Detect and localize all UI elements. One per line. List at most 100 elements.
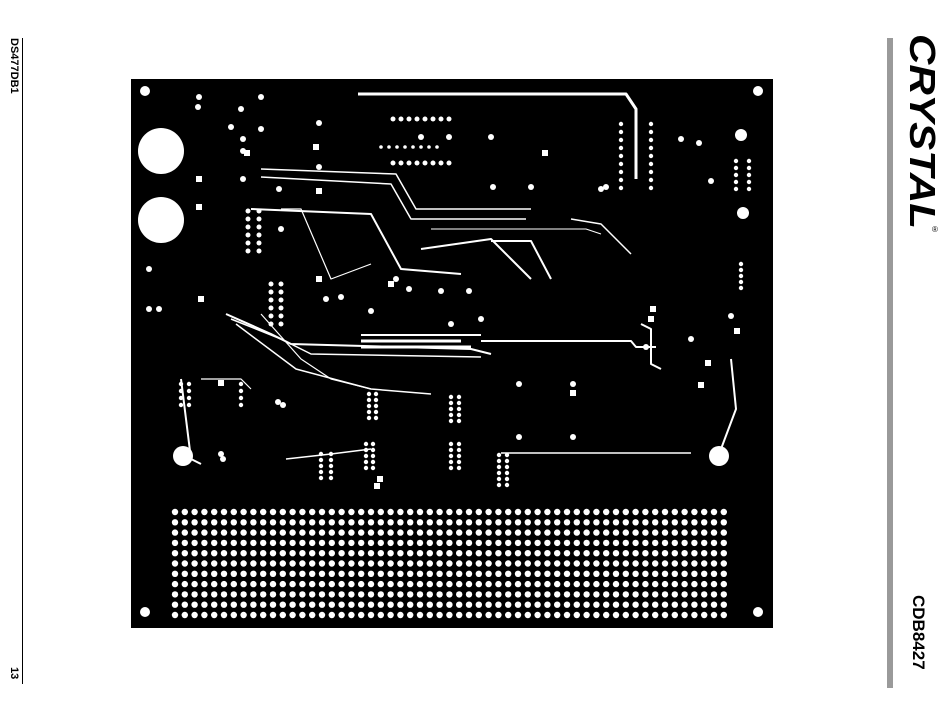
- pcb-pad: [525, 571, 531, 577]
- pcb-pad: [279, 298, 284, 303]
- mounting-hole: [753, 607, 763, 617]
- pcb-pad: [505, 560, 511, 566]
- pcb-pad: [623, 529, 629, 535]
- pcb-pad: [649, 186, 653, 190]
- pcb-trace: [231, 319, 481, 357]
- pcb-pad: [179, 396, 183, 400]
- pcb-pad: [525, 550, 531, 556]
- pcb-pad: [309, 591, 315, 597]
- pcb-pad: [678, 136, 684, 142]
- pcb-pad: [649, 162, 653, 166]
- pcb-pad: [623, 591, 629, 597]
- pcb-pad: [348, 602, 354, 608]
- pcb-pad: [368, 571, 374, 577]
- pcb-pad: [652, 519, 658, 525]
- pcb-pad: [191, 591, 197, 597]
- pcb-pad: [642, 550, 648, 556]
- pcb-pad: [721, 509, 727, 515]
- pcb-pad: [623, 571, 629, 577]
- pcb-pad: [649, 170, 653, 174]
- pcb-pad: [466, 602, 472, 608]
- pcb-square-pad: [705, 360, 711, 366]
- pcb-pad: [427, 571, 433, 577]
- pcb-pad: [439, 117, 444, 122]
- pcb-pad: [250, 602, 256, 608]
- pcb-pad: [348, 612, 354, 618]
- pcb-pad: [649, 122, 653, 126]
- pcb-pad: [415, 117, 420, 122]
- pcb-pad: [574, 602, 580, 608]
- pcb-pad: [544, 571, 550, 577]
- mounting-hole: [753, 86, 763, 96]
- pcb-pad: [564, 612, 570, 618]
- pcb-pad: [358, 581, 364, 587]
- pcb-pad: [397, 560, 403, 566]
- pcb-pad: [701, 581, 707, 587]
- pcb-pad: [701, 550, 707, 556]
- pcb-pad: [701, 529, 707, 535]
- pcb-pad: [662, 612, 668, 618]
- pcb-pad: [299, 602, 305, 608]
- pcb-pad: [652, 612, 658, 618]
- pcb-pad: [642, 509, 648, 515]
- pcb-pad: [701, 571, 707, 577]
- pcb-pad: [172, 581, 178, 587]
- pcb-pad: [319, 464, 323, 468]
- pcb-pad: [456, 509, 462, 515]
- pcb-pad: [270, 602, 276, 608]
- pcb-pad: [457, 407, 461, 411]
- pcb-pad: [574, 550, 580, 556]
- pcb-pad: [613, 519, 619, 525]
- pcb-pad: [456, 519, 462, 525]
- pcb-pad: [316, 164, 322, 170]
- pcb-pad: [260, 571, 266, 577]
- pcb-pad: [201, 550, 207, 556]
- pcb-pad: [323, 296, 329, 302]
- pcb-pad: [329, 602, 335, 608]
- pcb-pad: [554, 571, 560, 577]
- pcb-pad: [544, 540, 550, 546]
- pcb-pad: [368, 560, 374, 566]
- pcb-pad: [172, 612, 178, 618]
- pcb-pad: [260, 602, 266, 608]
- pcb-pad: [456, 612, 462, 618]
- pcb-pad: [201, 540, 207, 546]
- pcb-pad: [652, 560, 658, 566]
- pcb-pad: [348, 540, 354, 546]
- pcb-pad: [299, 571, 305, 577]
- pcb-pad: [564, 509, 570, 515]
- pcb-pad: [574, 540, 580, 546]
- pcb-pad: [515, 509, 521, 515]
- pcb-pad: [681, 550, 687, 556]
- pcb-pad: [397, 591, 403, 597]
- pcb-pad: [415, 161, 420, 166]
- pcb-pad: [449, 419, 453, 423]
- pcb-pad: [593, 560, 599, 566]
- pcb-pad: [662, 571, 668, 577]
- pcb-pad: [156, 306, 162, 312]
- pcb-pad: [319, 509, 325, 515]
- pcb-pad: [378, 602, 384, 608]
- pcb-pad: [329, 458, 333, 462]
- pcb-pad: [391, 117, 396, 122]
- pcb-pad: [457, 448, 461, 452]
- pcb-pad: [613, 560, 619, 566]
- pcb-pad: [734, 173, 738, 177]
- pcb-pad: [309, 529, 315, 535]
- pcb-pad: [544, 612, 550, 618]
- pcb-pad: [485, 581, 491, 587]
- pcb-pad: [603, 509, 609, 515]
- pcb-pad: [449, 460, 453, 464]
- pcb-pad: [201, 519, 207, 525]
- pcb-pad: [182, 509, 188, 515]
- pcb-pad: [544, 509, 550, 515]
- pcb-pad: [436, 591, 442, 597]
- pcb-pad: [371, 442, 375, 446]
- pcb-pad: [642, 571, 648, 577]
- pcb-pad: [299, 509, 305, 515]
- pcb-pad: [466, 560, 472, 566]
- pcb-pad: [338, 612, 344, 618]
- pcb-pad: [632, 560, 638, 566]
- pcb-pad: [371, 466, 375, 470]
- pcb-pad: [564, 571, 570, 577]
